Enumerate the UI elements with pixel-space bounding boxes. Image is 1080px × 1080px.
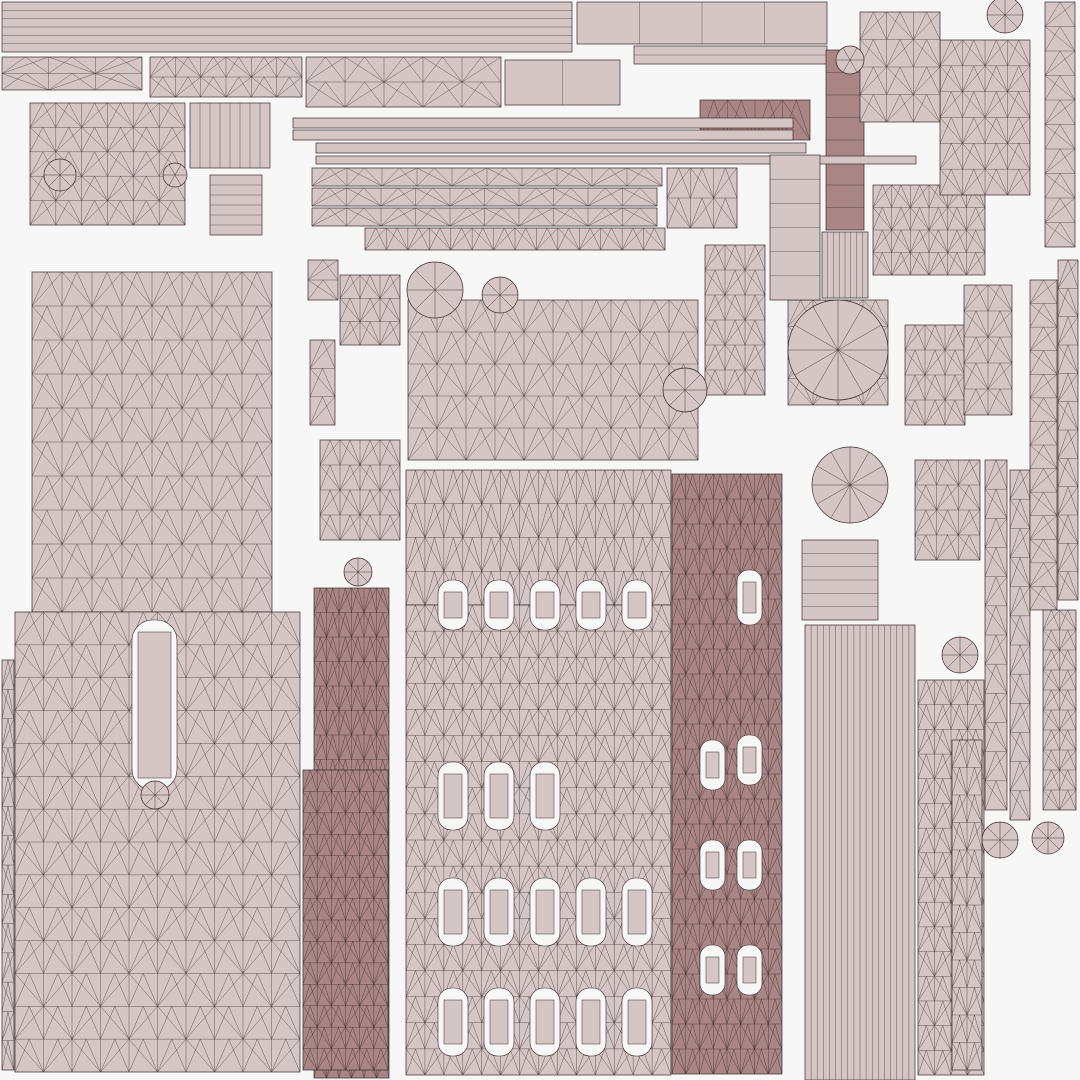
uv-island: [443, 773, 463, 819]
uv-radial-island: [343, 557, 373, 587]
uv-radial-island: [43, 158, 77, 192]
uv-island: [489, 591, 509, 619]
uv-island: [31, 271, 273, 613]
uv-island: [535, 773, 555, 819]
uv-island: [627, 591, 647, 619]
uv-island: [443, 999, 463, 1045]
uv-island: [309, 339, 336, 426]
uv-island: [305, 56, 502, 108]
uv-island: [581, 999, 601, 1045]
uv-island: [364, 227, 666, 251]
uv-island: [939, 39, 1031, 196]
uv-island: [821, 231, 869, 299]
uv-island: [1, 1, 573, 53]
uv-island: [137, 631, 172, 779]
uv-island: [311, 167, 663, 187]
uv-island: [1, 659, 15, 1071]
uv-island: [704, 244, 766, 396]
uv-island: [1044, 1, 1076, 248]
uv-island: [581, 889, 601, 935]
uv-island: [742, 956, 757, 984]
uv-island: [315, 142, 807, 154]
uv-island: [666, 167, 738, 229]
uv-island: [1029, 279, 1058, 611]
uv-island: [963, 284, 1013, 416]
uv-radial-island: [787, 299, 889, 401]
uv-island: [914, 459, 981, 561]
uv-island: [311, 187, 658, 207]
uv-island: [705, 851, 720, 879]
uv-radial-island: [941, 636, 979, 674]
uv-island: [576, 1, 828, 45]
uv-island: [671, 473, 783, 1075]
uv-island: [339, 274, 401, 346]
uv-island: [307, 259, 339, 301]
uv-island: [742, 851, 757, 879]
uv-island: [984, 459, 1008, 811]
uv-island: [443, 591, 463, 619]
uv-island: [149, 56, 303, 98]
uv-island: [443, 889, 463, 935]
uv-radial-island: [481, 276, 519, 314]
uv-island: [407, 299, 699, 461]
uv-island: [904, 324, 966, 426]
uv-island: [1057, 259, 1079, 601]
uv-island: [627, 999, 647, 1045]
uv-island: [311, 207, 658, 227]
uv-island: [535, 889, 555, 935]
uv-island: [489, 773, 509, 819]
uv-island: [1009, 469, 1031, 821]
uv-island: [804, 624, 916, 1080]
uv-island: [1042, 609, 1077, 811]
uv-island: [209, 174, 263, 236]
uv-island: [189, 102, 271, 169]
uv-island: [627, 889, 647, 935]
uv-island: [292, 129, 794, 141]
uv-radial-island: [835, 45, 865, 75]
uv-island: [319, 439, 401, 541]
uv-island: [504, 59, 621, 106]
uv-island: [292, 117, 794, 129]
uv-island: [581, 591, 601, 619]
uv-radial-island: [986, 0, 1024, 34]
uv-island: [302, 769, 389, 1071]
uv-island: [489, 889, 509, 935]
uv-island: [535, 999, 555, 1045]
uv-island: [769, 154, 821, 301]
uv-radial-island: [1031, 821, 1065, 855]
uv-radial-island: [406, 261, 464, 319]
uv-island: [825, 49, 865, 231]
uv-island: [489, 999, 509, 1045]
uv-radial-island: [162, 162, 188, 188]
uv-island: [315, 155, 917, 165]
uv-radial-island: [140, 780, 170, 810]
uv-island: [742, 581, 757, 614]
uv-island: [742, 746, 757, 774]
uv-island: [705, 751, 720, 779]
uv-radial-island: [811, 446, 889, 524]
uv-island: [1, 56, 143, 91]
uv-island: [859, 11, 941, 123]
uv-radial-island: [662, 367, 708, 413]
uv-island: [872, 184, 986, 276]
uv-island: [801, 539, 879, 621]
uv-island: [535, 591, 555, 619]
uv-radial-island: [981, 821, 1019, 859]
uv-island: [951, 739, 983, 1071]
uv-island: [705, 956, 720, 984]
uv-island: [633, 45, 828, 65]
